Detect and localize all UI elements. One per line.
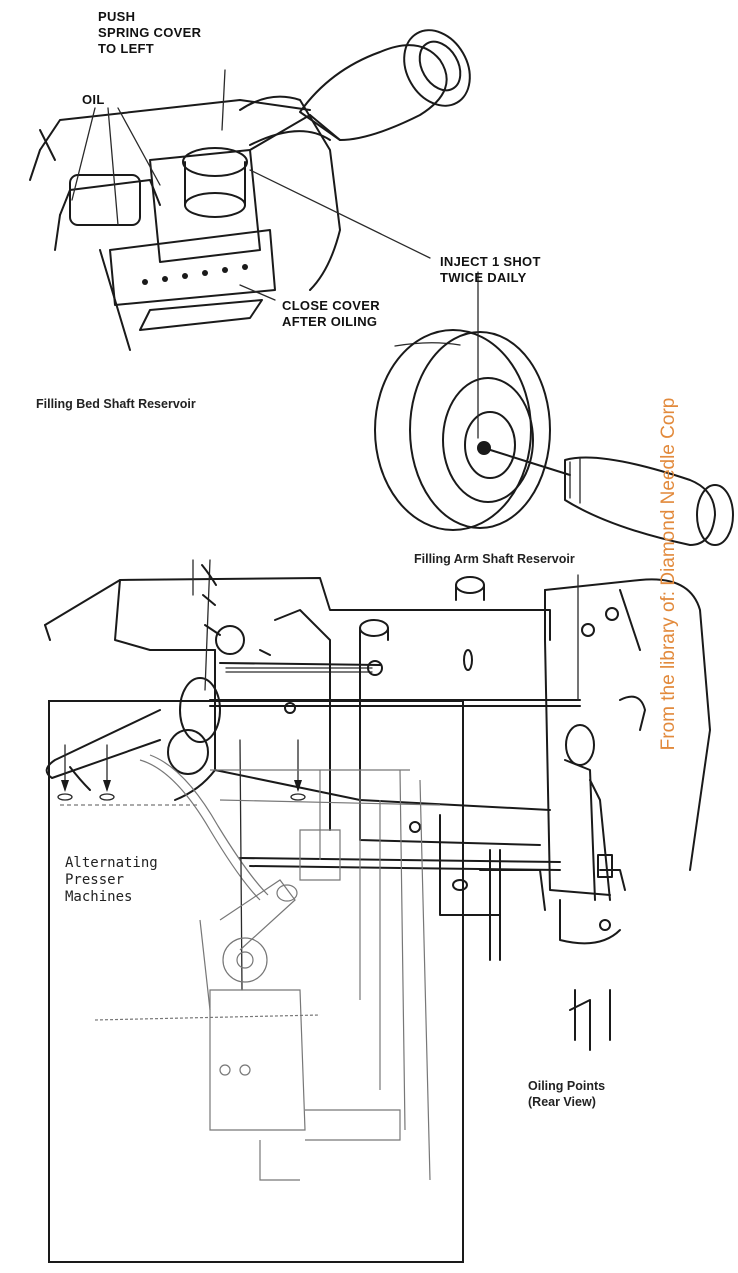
inset-label: Alternating Presser Machines bbox=[65, 855, 158, 905]
library-watermark: From the library of: Diamond Needle Corp bbox=[658, 397, 679, 751]
inset-drawing bbox=[57, 739, 441, 1181]
machine-rear-drawing bbox=[44, 559, 711, 1051]
inject-shot-label: INJECT 1 SHOT TWICE DAILY bbox=[440, 254, 541, 285]
alternating-presser-inset bbox=[48, 700, 464, 1263]
arm-shaft-drawing bbox=[374, 271, 734, 546]
close-cover-label: CLOSE COVER AFTER OILING bbox=[282, 298, 380, 329]
bed-shaft-drawing bbox=[29, 29, 471, 351]
arm-shaft-caption: Filling Arm Shaft Reservoir bbox=[414, 552, 575, 566]
bed-shaft-caption: Filling Bed Shaft Reservoir bbox=[36, 397, 196, 411]
oiling-points-caption: Oiling Points (Rear View) bbox=[528, 1079, 606, 1109]
oil-label: OIL bbox=[82, 92, 105, 107]
push-spring-cover-label: PUSH SPRING COVER TO LEFT bbox=[98, 9, 202, 56]
